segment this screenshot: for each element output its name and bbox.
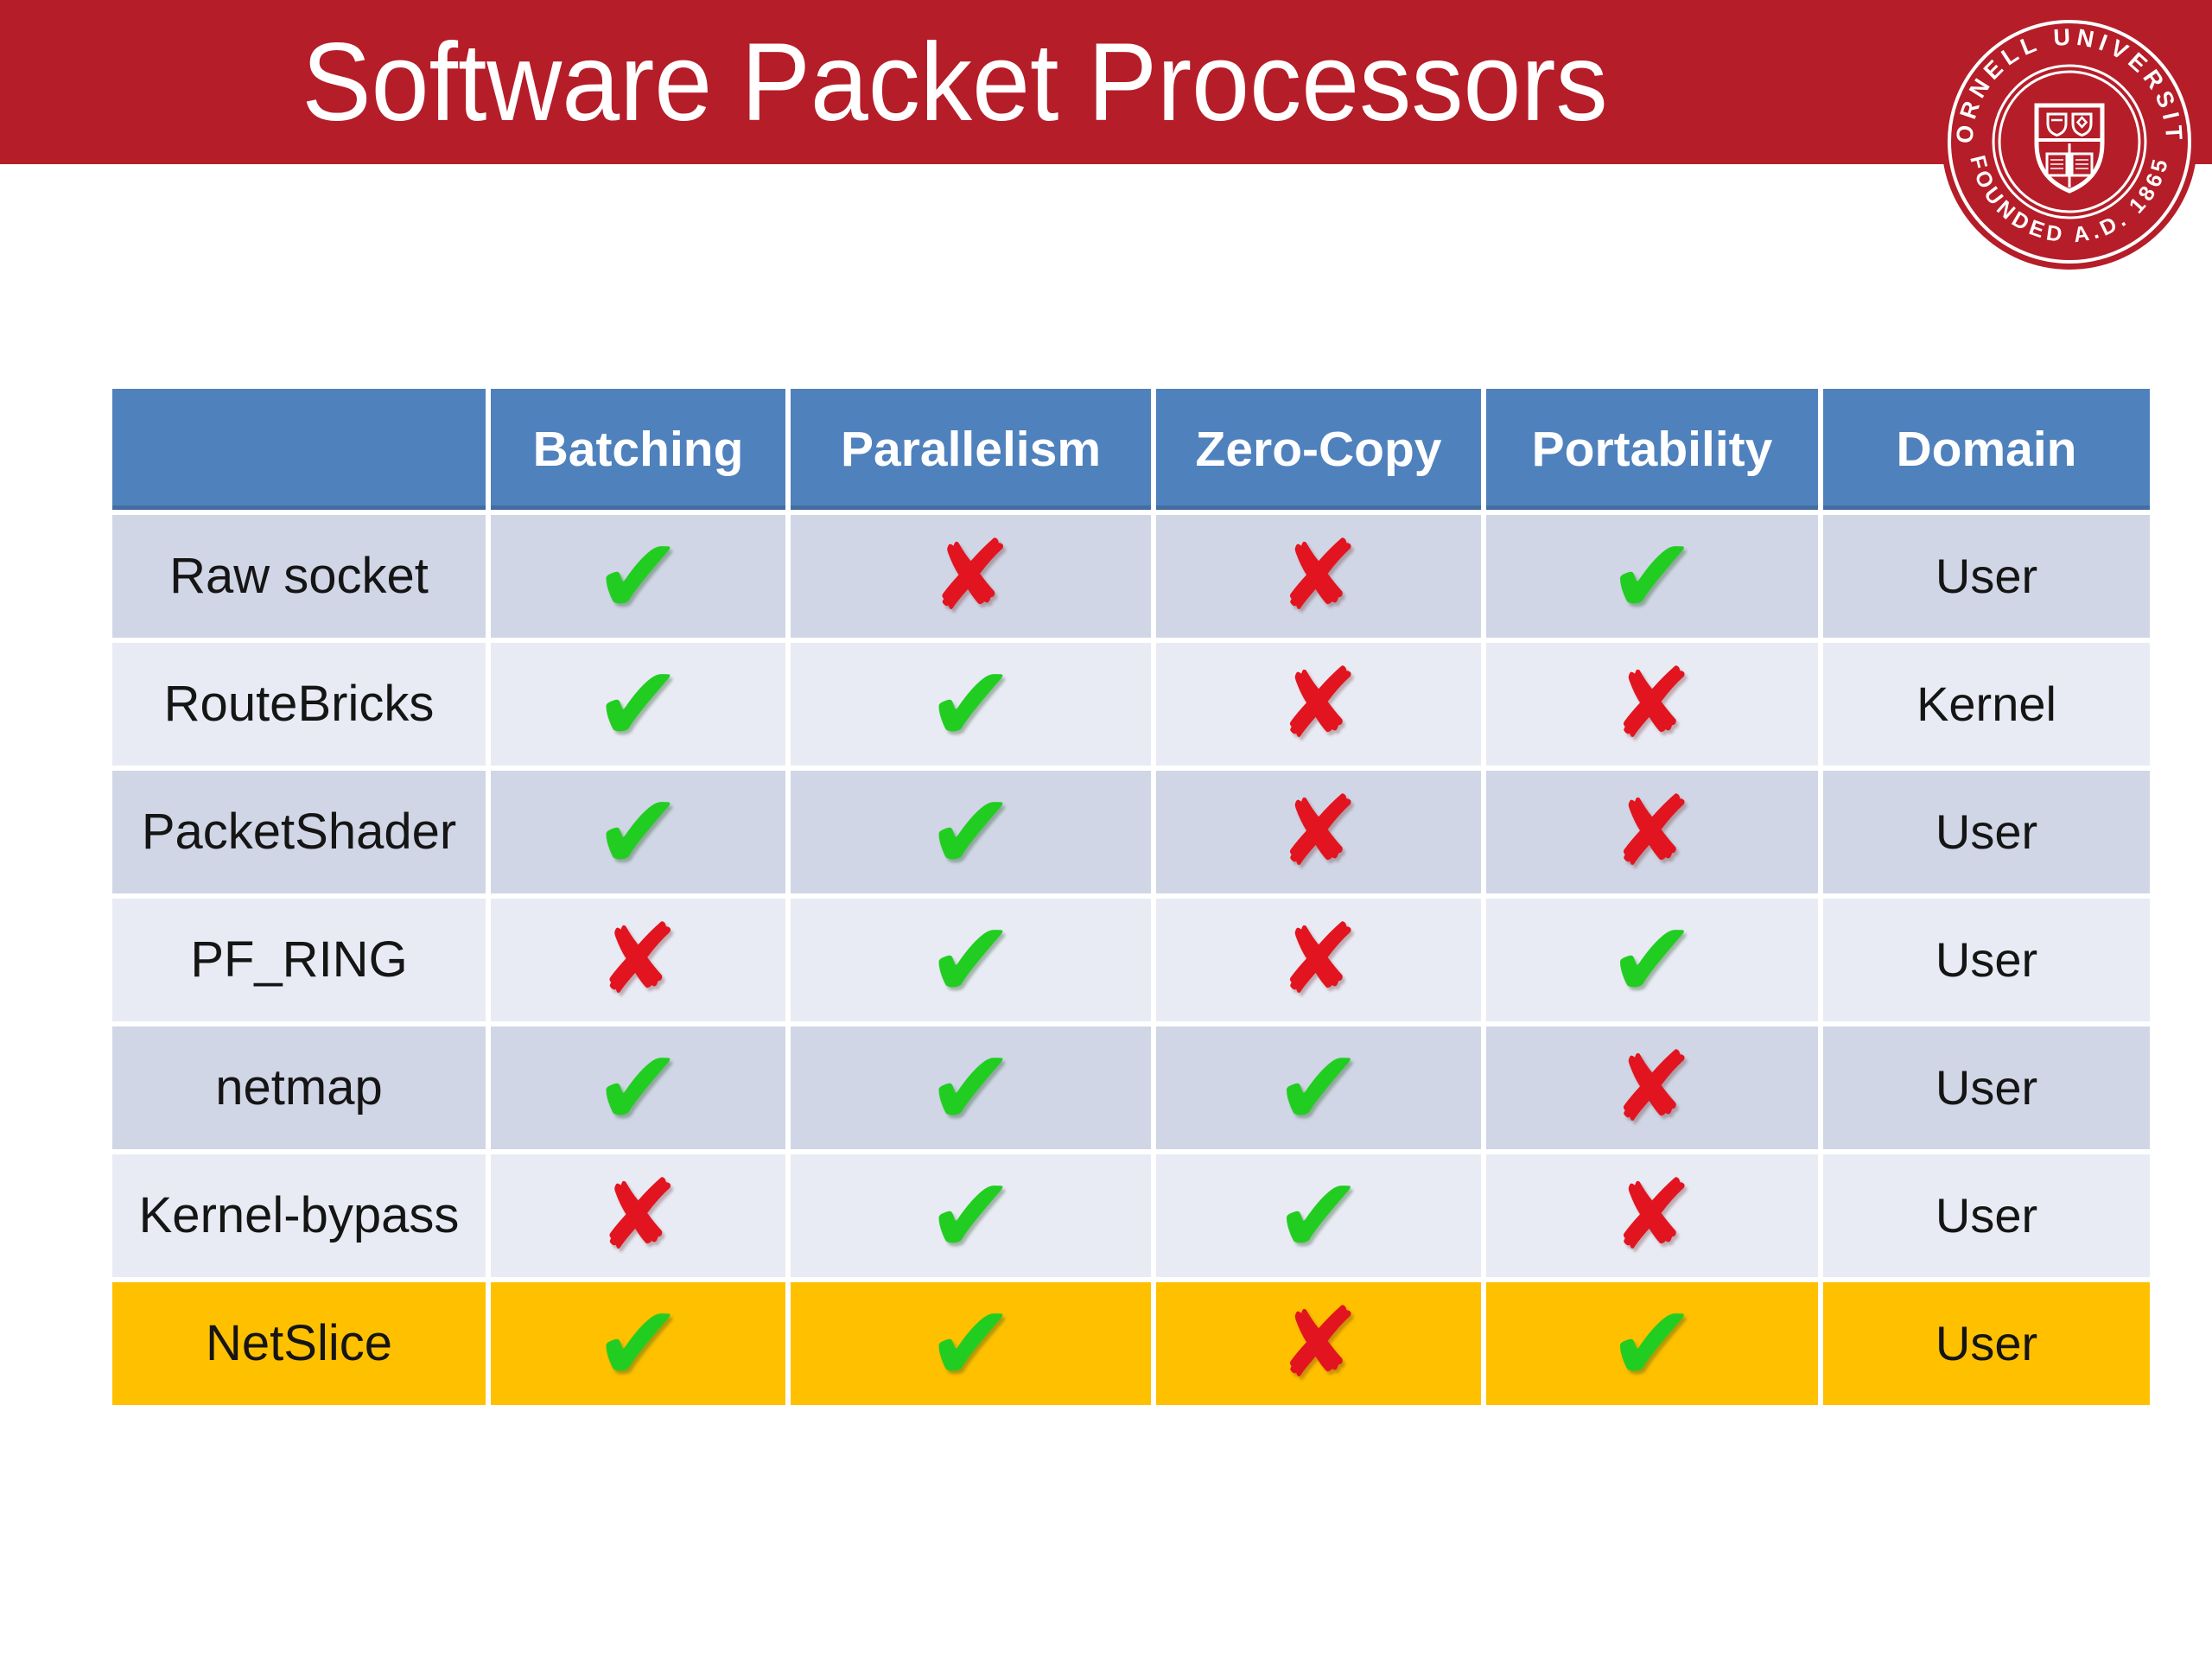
check-icon: ✔ xyxy=(791,771,1151,893)
domain-cell: Kernel xyxy=(1823,643,2150,766)
domain-cell: User xyxy=(1823,1027,2150,1149)
column-header-parallelism: Parallelism xyxy=(791,389,1151,510)
cross-icon: ✘ xyxy=(1156,515,1481,638)
cross-icon: ✘ xyxy=(1156,1282,1481,1405)
check-icon: ✔ xyxy=(1156,1154,1481,1277)
check-icon: ✔ xyxy=(791,1282,1151,1405)
row-label-packetshader: PacketShader xyxy=(112,771,486,893)
column-header-domain: Domain xyxy=(1823,389,2150,510)
check-icon: ✔ xyxy=(1156,1027,1481,1149)
check-icon: ✔ xyxy=(491,643,785,766)
domain-cell: User xyxy=(1823,771,2150,893)
domain-cell: User xyxy=(1823,515,2150,638)
seal-shield-emblem xyxy=(1992,64,2147,219)
check-icon: ✔ xyxy=(491,1282,785,1405)
check-icon: ✔ xyxy=(491,1027,785,1149)
cross-icon: ✘ xyxy=(1486,1027,1818,1149)
cross-icon: ✘ xyxy=(791,515,1151,638)
row-label-pf-ring: PF_RING xyxy=(112,899,486,1021)
check-icon: ✔ xyxy=(791,1027,1151,1149)
check-icon: ✔ xyxy=(1486,899,1818,1021)
cross-icon: ✘ xyxy=(1156,771,1481,893)
seal-outer-ring xyxy=(1948,20,2191,264)
row-label-routebricks: RouteBricks xyxy=(112,643,486,766)
cross-icon: ✘ xyxy=(1486,1154,1818,1277)
cross-icon: ✘ xyxy=(1486,771,1818,893)
row-label-kernel-bypass: Kernel-bypass xyxy=(112,1154,486,1277)
slide-title: Software Packet Processors xyxy=(302,20,1608,144)
domain-cell: User xyxy=(1823,1154,2150,1277)
row-label-netmap: netmap xyxy=(112,1027,486,1149)
comparison-table: Batching Parallelism Zero-Copy Portabili… xyxy=(112,389,2150,1405)
check-icon: ✔ xyxy=(491,515,785,638)
check-icon: ✔ xyxy=(791,643,1151,766)
column-header-portability: Portability xyxy=(1486,389,1818,510)
column-header-batching: Batching xyxy=(491,389,785,510)
cross-icon: ✘ xyxy=(1486,643,1818,766)
row-label-netslice: NetSlice xyxy=(112,1282,486,1405)
cross-icon: ✘ xyxy=(491,899,785,1021)
check-icon: ✔ xyxy=(791,899,1151,1021)
check-icon: ✔ xyxy=(491,771,785,893)
row-label-raw-socket: Raw socket xyxy=(112,515,486,638)
check-icon: ✔ xyxy=(1486,1282,1818,1405)
check-icon: ✔ xyxy=(791,1154,1151,1277)
domain-cell: User xyxy=(1823,1282,2150,1405)
cross-icon: ✘ xyxy=(1156,643,1481,766)
domain-cell: User xyxy=(1823,899,2150,1021)
cross-icon: ✘ xyxy=(491,1154,785,1277)
title-bar: Software Packet Processors xyxy=(0,0,2212,164)
cornell-university-seal: CORNELL UNIVERSITY FOUNDED A.D. 1865 xyxy=(1938,7,2197,270)
check-icon: ✔ xyxy=(1486,515,1818,638)
cross-icon: ✘ xyxy=(1156,899,1481,1021)
column-header-empty xyxy=(112,389,486,510)
column-header-zero-copy: Zero-Copy xyxy=(1156,389,1481,510)
